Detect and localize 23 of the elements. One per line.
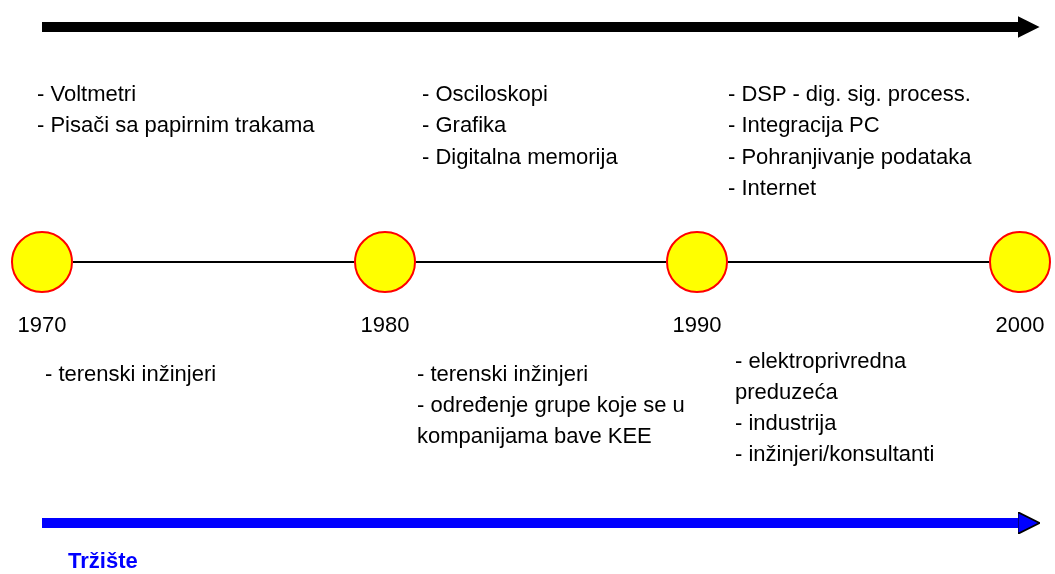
list-item: - Osciloskopi [422, 80, 548, 108]
list-item: - elektroprivredna preduzeća [735, 347, 908, 406]
list-item: - Internet [728, 174, 817, 202]
list-item: - Pisači sa papirnim trakama [37, 111, 315, 139]
axis-title: Tržište [68, 548, 138, 574]
year-label: 1990 [671, 312, 723, 338]
list-item: - Grafika [422, 111, 507, 139]
list-item: - DSP - dig. sig. process. [728, 80, 971, 108]
list-item: - Digitalna memorija [422, 143, 618, 171]
list-item: - industrija [735, 409, 837, 437]
list-item: - inžinjeri/konsultanti [735, 440, 935, 468]
list-item: - terenski inžinjeri [45, 360, 217, 388]
list-item: - terenski inžinjeri [417, 360, 589, 388]
list-item: - Integracija PC [728, 111, 880, 139]
list-item: - određenje grupe koje se u kompanijama bave KEE [417, 391, 686, 450]
connector-line [727, 261, 990, 263]
year-label: 2000 [994, 312, 1046, 338]
year-label: 1980 [359, 312, 411, 338]
list-item: - Pohranjivanje podataka [728, 143, 972, 171]
year-label: 1970 [16, 312, 68, 338]
connector-line [415, 261, 667, 263]
list-item: - Voltmetri [37, 80, 137, 108]
connector-line [72, 261, 355, 263]
